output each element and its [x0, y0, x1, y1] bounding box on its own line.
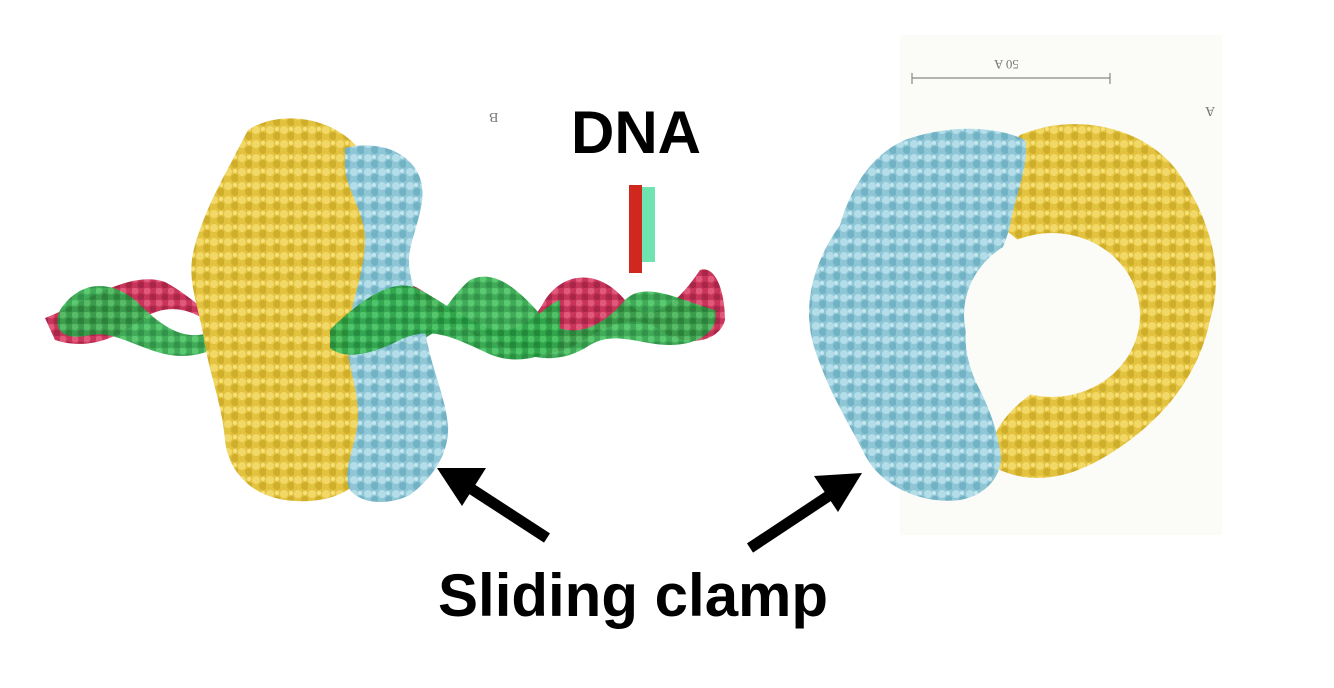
scale-bar-label: 50 A	[994, 56, 1019, 72]
sliding-clamp-label: Sliding clamp	[438, 560, 828, 632]
arrow-up-right-icon	[750, 473, 862, 548]
panel-label-b: B	[489, 108, 498, 124]
dna-legend-green-bar	[642, 187, 655, 262]
clamp-side-view-yellow	[191, 118, 370, 501]
arrow-up-left-icon	[437, 468, 547, 538]
dna-label: DNA	[571, 100, 701, 166]
panel-label-a: A	[1205, 102, 1215, 118]
dna-legend-red-bar	[629, 185, 642, 273]
